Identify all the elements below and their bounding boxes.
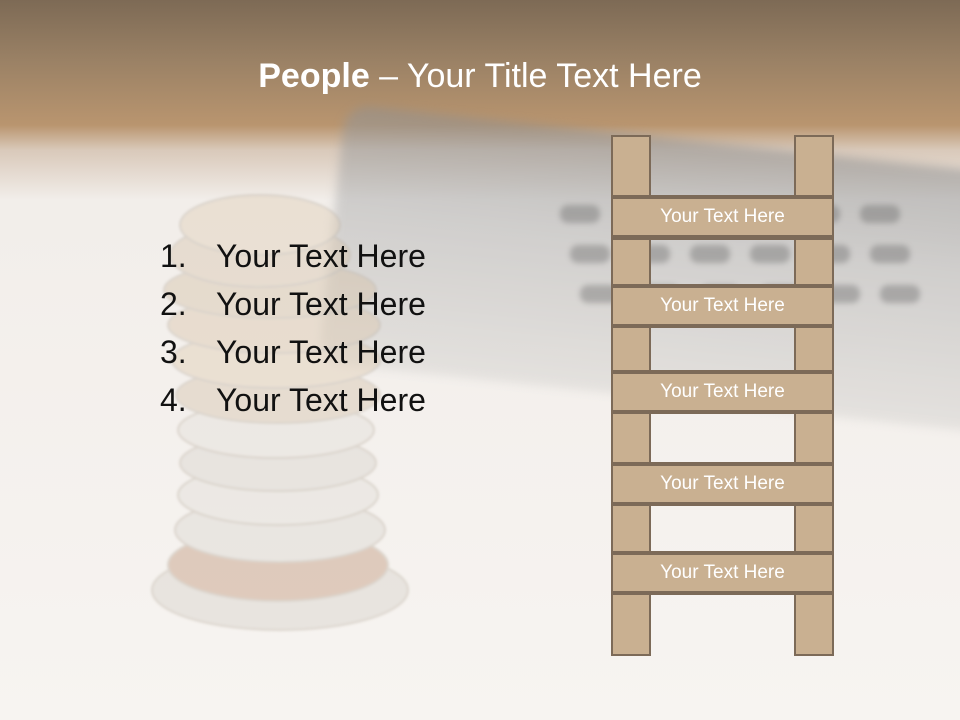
list-item-text: Your Text Here: [216, 382, 426, 418]
list-item-text: Your Text Here: [216, 334, 426, 370]
list-item-number: 4.: [160, 382, 187, 418]
ladder-band: [611, 410, 834, 414]
list-item-number: 1.: [160, 238, 187, 274]
page-title: People – Your Title Text Here: [0, 56, 960, 96]
coin-stack-image: [151, 194, 409, 631]
numbered-list: 1. Your Text Here 2. Your Text Here 3. Y…: [160, 232, 426, 424]
title-bold: People: [258, 57, 370, 95]
list-item: 4. Your Text Here: [160, 376, 426, 424]
ladder-rung-5: Your Text Here: [611, 553, 834, 593]
ladder-rung-2: Your Text Here: [611, 286, 834, 326]
list-item-number: 2.: [160, 286, 187, 322]
list-item-text: Your Text Here: [216, 238, 426, 274]
title-rest: – Your Title Text Here: [369, 57, 702, 95]
list-item-text: Your Text Here: [216, 286, 426, 322]
ladder-rung-3: Your Text Here: [611, 372, 834, 412]
ladder-band: [611, 502, 834, 506]
ladder-band: [611, 324, 834, 328]
list-item: 2. Your Text Here: [160, 280, 426, 328]
list-item-number: 3.: [160, 334, 187, 370]
list-item: 3. Your Text Here: [160, 328, 426, 376]
ladder-rung-1: Your Text Here: [611, 197, 834, 237]
ladder-rung-4: Your Text Here: [611, 464, 834, 504]
list-item: 1. Your Text Here: [160, 232, 426, 280]
ladder-diagram: Your Text Here Your Text Here Your Text …: [611, 135, 834, 658]
ladder-band: [611, 236, 834, 240]
ladder-band: [611, 591, 834, 595]
